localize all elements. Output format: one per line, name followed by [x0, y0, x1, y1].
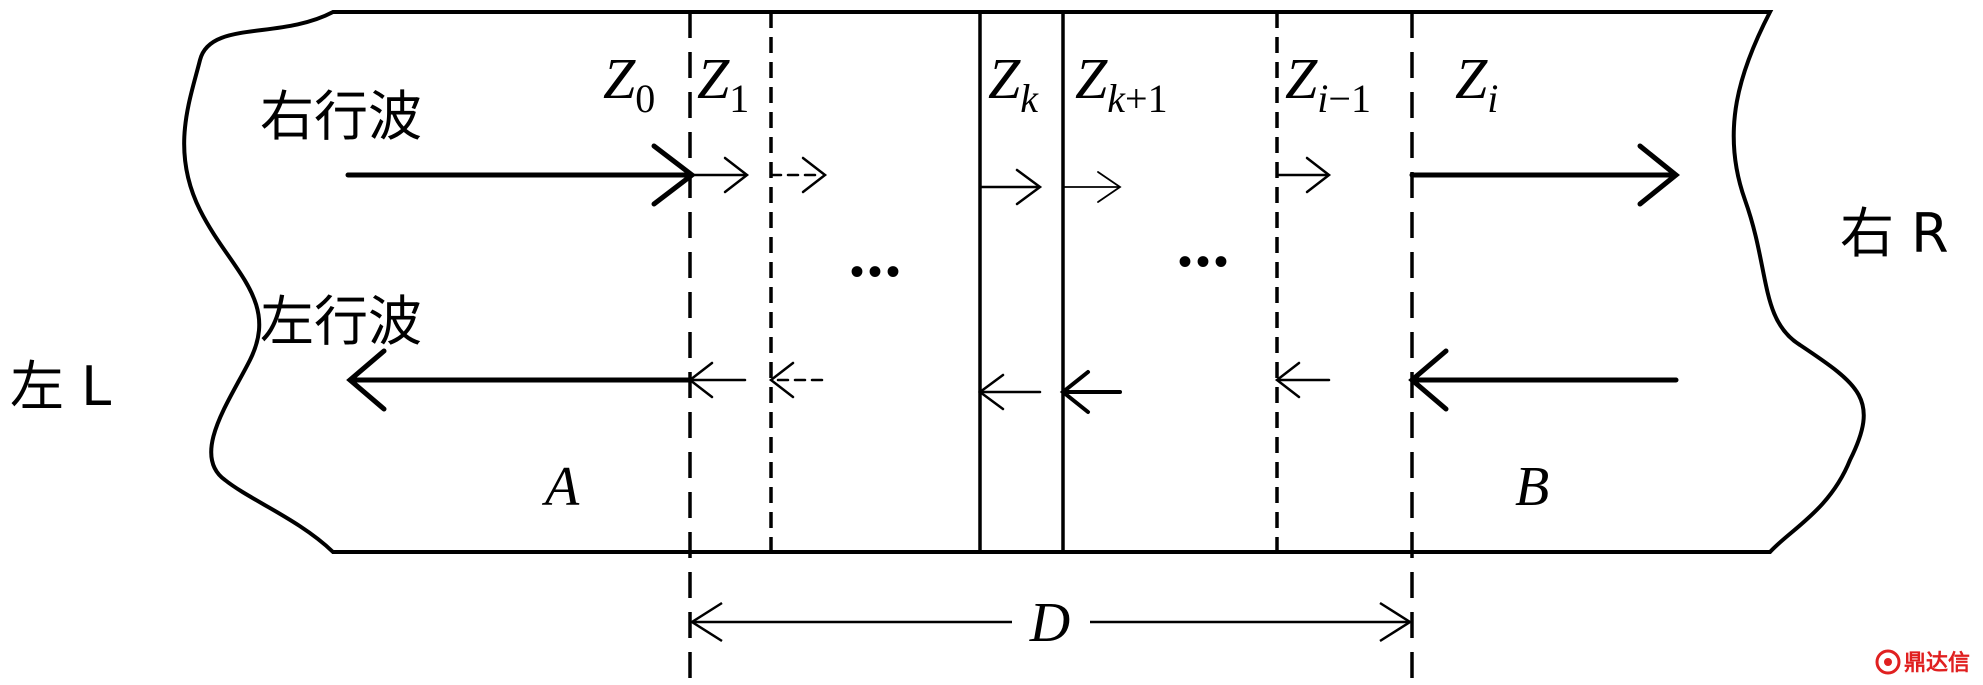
distance-label: D — [1029, 592, 1070, 654]
region-b-label: B — [1515, 456, 1549, 518]
left-arrow-z1-head — [687, 361, 714, 399]
layer-label-zi: Zi — [1455, 46, 1498, 121]
right-arrow-zk-head — [1015, 168, 1043, 206]
layer-label-zk1: Zk+1 — [1075, 46, 1168, 121]
layer-labels: Z0 Z1 Zk Zk+1 Zi−1 Zi — [603, 46, 1498, 121]
left-arrow-zk-head — [977, 373, 1005, 411]
dimension-d — [689, 601, 1413, 643]
left-wave-label: 左行波 — [260, 290, 422, 353]
watermark: 鼎达信 — [1875, 649, 1970, 676]
watermark-logo-dot — [1884, 658, 1892, 666]
right-arrow-out-head — [1637, 143, 1680, 207]
medium-outline — [182, 10, 1866, 554]
ellipsis-left: ••• — [850, 249, 904, 294]
left-arrow-main-head — [346, 348, 387, 412]
right-arrow-zi1-head — [1305, 156, 1332, 194]
left-arrow-in-head — [1408, 348, 1449, 412]
left-side-label: 左 L — [10, 355, 111, 418]
left-arrow-z2-head — [768, 361, 795, 399]
left-wave-arrows — [346, 348, 1679, 414]
watermark-logo-icon — [1875, 649, 1901, 675]
right-arrow-z2-head — [801, 156, 828, 194]
ellipsis-right: ••• — [1178, 239, 1232, 284]
right-wave-arrows — [345, 143, 1680, 207]
right-arrow-zk1-head — [1097, 171, 1122, 203]
layer-label-zi1: Zi−1 — [1285, 46, 1371, 121]
left-arrow-zk1-head — [1059, 370, 1090, 414]
right-arrow-z1-head — [723, 156, 750, 194]
interface-lines — [688, 12, 1414, 678]
layer-label-z0: Z0 — [603, 46, 655, 121]
layer-label-zk: Zk — [988, 46, 1039, 121]
right-wave-label: 右行波 — [260, 85, 422, 148]
watermark-text: 鼎达信 — [1904, 650, 1970, 676]
region-a-label: A — [541, 456, 580, 518]
dimension-head-right — [1379, 601, 1413, 643]
layer-label-z1: Z1 — [697, 46, 749, 121]
dimension-head-left — [689, 601, 723, 643]
left-arrow-zi1-head — [1274, 361, 1301, 399]
right-side-label: 右 R — [1840, 202, 1949, 265]
